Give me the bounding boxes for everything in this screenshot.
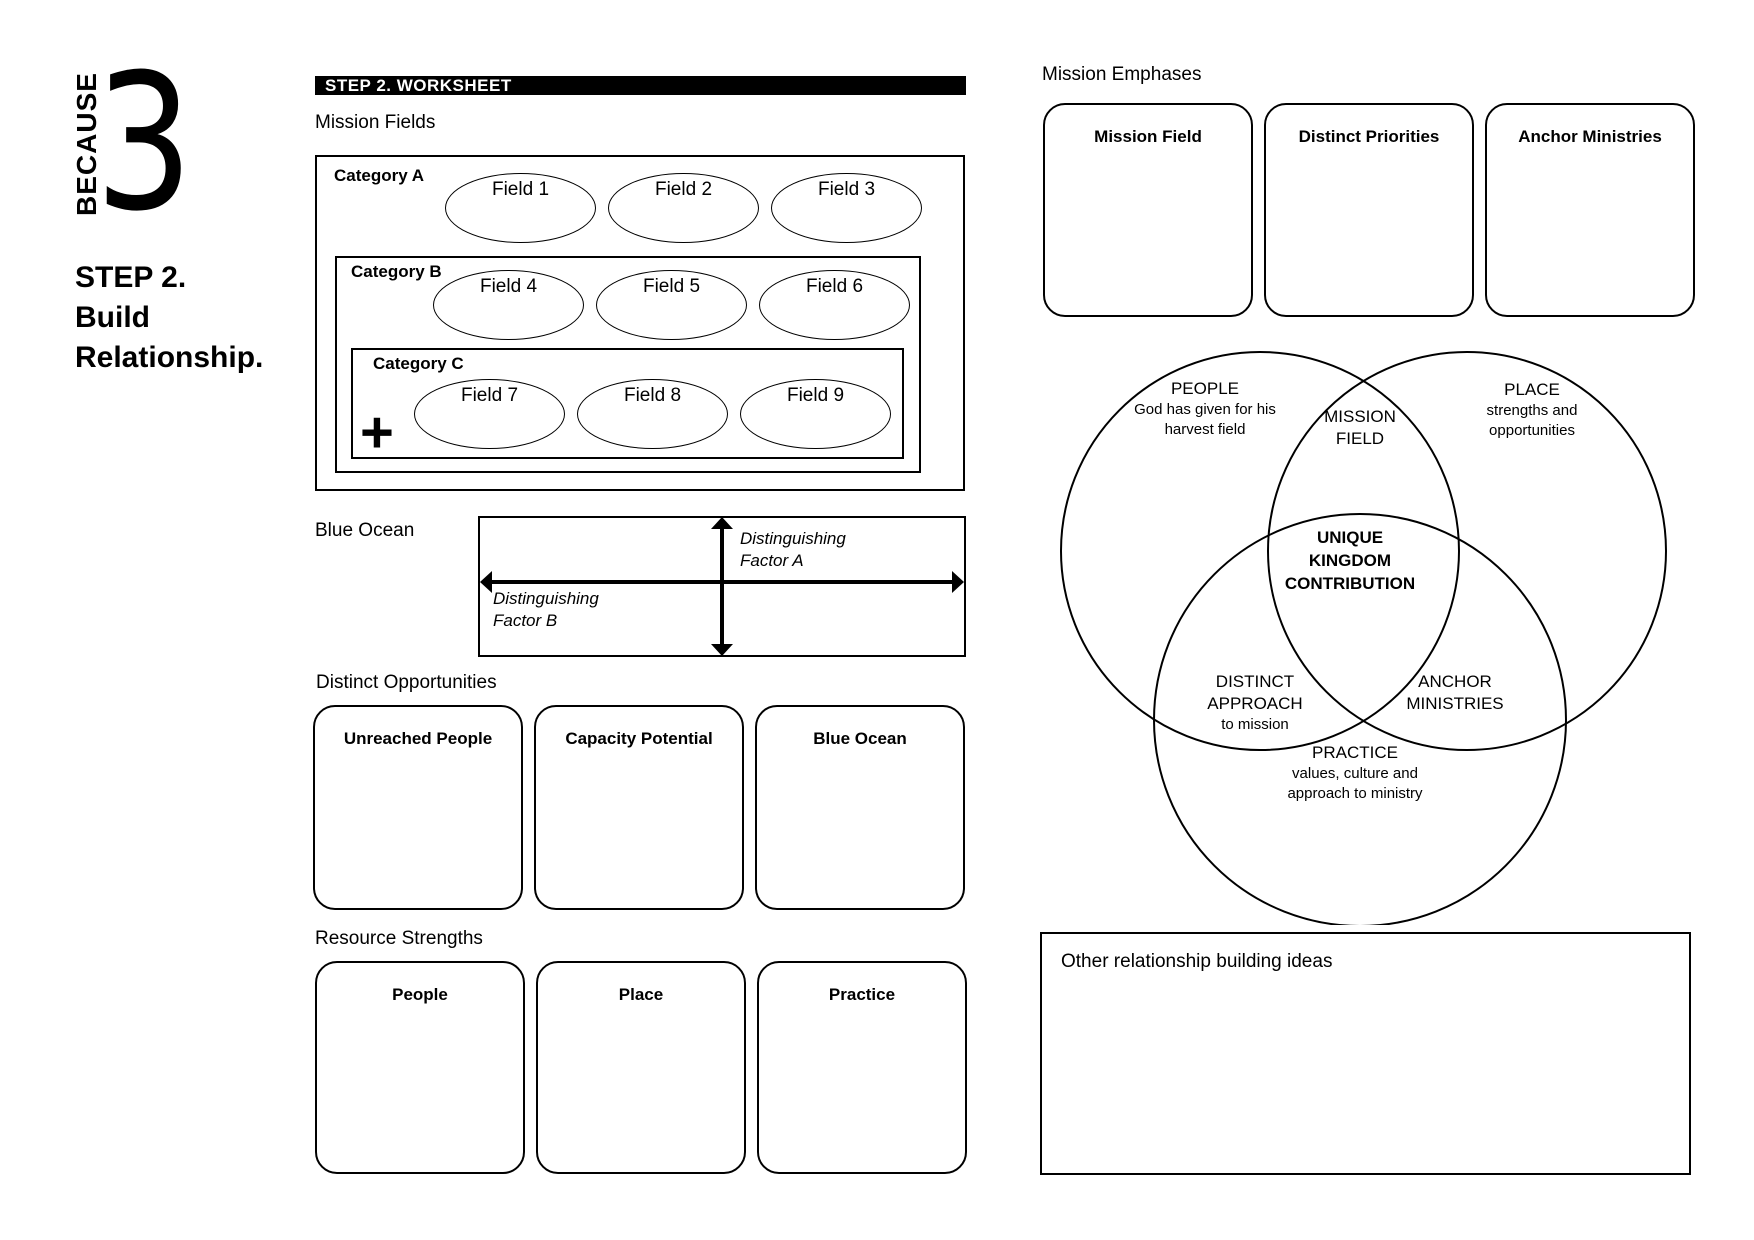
other-ideas-label: Other relationship building ideas [1061, 951, 1333, 972]
arrow-down-icon [711, 644, 733, 656]
unreached-people-box[interactable]: Unreached People [313, 705, 523, 910]
step-title-line3: Relationship. [75, 341, 264, 374]
step-title-line1: STEP 2. [75, 261, 187, 294]
field-oval[interactable]: Field 4 [433, 270, 584, 340]
arrow-up-icon [711, 517, 733, 529]
field-oval[interactable]: Field 3 [771, 173, 922, 243]
venn-distinct-approach: DISTINCT APPROACH to mission [1207, 672, 1303, 733]
venn-circle-place [1267, 351, 1667, 751]
category-c-box [351, 348, 904, 459]
category-c-label: Category C [373, 354, 464, 373]
category-b-box [335, 256, 921, 473]
blue-ocean-axes [480, 517, 964, 656]
capacity-potential-box[interactable]: Capacity Potential [534, 705, 744, 910]
venn-circle-people [1060, 351, 1460, 751]
logo-numeral: 3 [95, 34, 194, 253]
factor-a-label: Distinguishing Factor A [740, 529, 846, 570]
venn-diagram [1060, 351, 1667, 925]
field-oval[interactable]: Field 1 [445, 173, 596, 243]
venn-practice: PRACTICE values, culture and approach to… [1287, 743, 1423, 802]
factor-b-label: Distinguishing Factor B [493, 589, 599, 630]
category-a-box [315, 155, 965, 491]
mission-field-box[interactable]: Mission Field [1043, 103, 1253, 317]
other-ideas-box[interactable]: Other relationship building ideas [1040, 932, 1691, 1175]
field-oval[interactable]: Field 7 [414, 379, 565, 449]
people-box[interactable]: People [315, 961, 525, 1174]
field-oval[interactable]: Field 6 [759, 270, 910, 340]
field-oval[interactable]: Field 9 [740, 379, 891, 449]
distinct-priorities-box[interactable]: Distinct Priorities [1264, 103, 1474, 317]
place-box[interactable]: Place [536, 961, 746, 1174]
venn-anchor-ministries: ANCHOR MINISTRIES [1406, 672, 1504, 713]
field-oval[interactable]: Field 5 [596, 270, 747, 340]
worksheet-banner: STEP 2. WORKSHEET [315, 76, 966, 95]
field-oval[interactable]: Field 2 [608, 173, 759, 243]
resource-strengths-label: Resource Strengths [315, 928, 483, 949]
plus-icon[interactable]: + [360, 400, 394, 465]
venn-mission-field: MISSION FIELD [1324, 407, 1396, 448]
mission-fields-label: Mission Fields [315, 112, 436, 133]
venn-circle-practice [1153, 513, 1567, 925]
blue-ocean-label: Blue Ocean [315, 520, 415, 541]
venn-place: PLACE strengths and opportunities [1486, 380, 1578, 439]
arrow-left-icon [480, 571, 492, 593]
step-title: STEP 2. Build Relationship. [75, 258, 263, 378]
blue-ocean-opportunity-box[interactable]: Blue Ocean [755, 705, 965, 910]
practice-box[interactable]: Practice [757, 961, 967, 1174]
distinct-opportunities-label: Distinct Opportunities [316, 672, 497, 693]
category-b-label: Category B [351, 262, 442, 281]
field-oval[interactable]: Field 8 [577, 379, 728, 449]
venn-people: PEOPLE God has given for his harvest fie… [1134, 379, 1276, 438]
mission-emphases-label: Mission Emphases [1042, 64, 1202, 85]
category-a-label: Category A [334, 166, 425, 185]
arrow-right-icon [952, 571, 964, 593]
step-title-line2: Build [75, 301, 150, 334]
venn-unique-kingdom-contribution: UNIQUE KINGDOM CONTRIBUTION [1284, 528, 1416, 593]
anchor-ministries-box[interactable]: Anchor Ministries [1485, 103, 1695, 317]
